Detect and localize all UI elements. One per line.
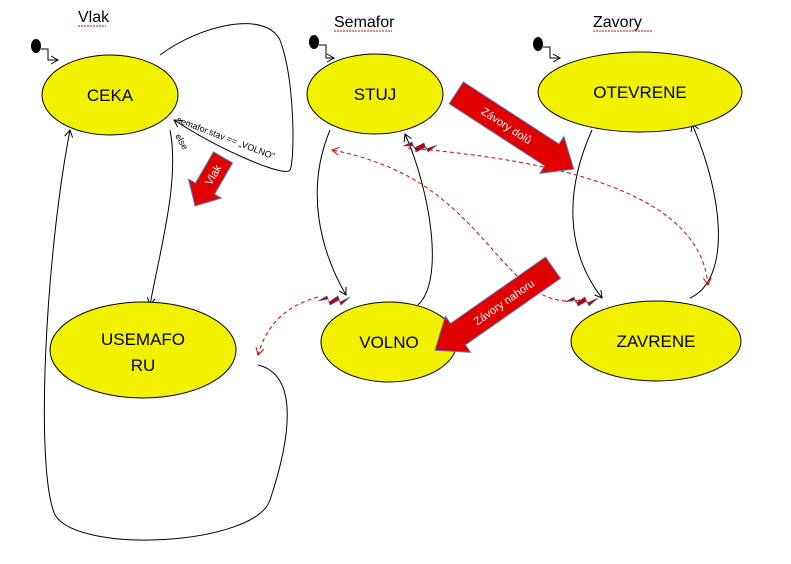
lightning-icon xyxy=(564,296,599,307)
state-ceka: CEKA xyxy=(41,54,179,136)
state-label-usemaforu-line2: RU xyxy=(131,356,156,375)
guard-semafor-volno: semafor.stav == „VOLNO" xyxy=(175,115,276,162)
group-title-zavory: Zavory xyxy=(593,14,642,31)
state-label-stuj: STUJ xyxy=(354,85,397,104)
state-label-zavrene: ZAVRENE xyxy=(616,332,695,351)
state-stuj: STUJ xyxy=(306,53,444,135)
signal-volno-to-usemaforu xyxy=(255,296,319,356)
transition-usemaforu-to-ceka xyxy=(43,129,288,541)
transition-zavrene-to-otevrene xyxy=(689,123,719,299)
guard-else: else xyxy=(173,132,190,151)
event-arrow-vlak: Vlak xyxy=(187,151,234,207)
initial-state-otevrene xyxy=(533,37,562,63)
transition-otevrene-to-zavrene xyxy=(572,129,603,299)
state-zavrene: ZAVRENE xyxy=(570,300,742,382)
initial-state-ceka xyxy=(31,39,60,65)
transition-ceka-self-loop xyxy=(159,23,294,172)
transition-stuj-to-volno xyxy=(316,129,347,296)
state-usemaforu: USEMAFO RU xyxy=(49,301,237,399)
state-label-otevrene: OTEVRENE xyxy=(593,83,687,102)
event-arrow-zavory-nahoru: Závory nahoru xyxy=(434,256,562,353)
transition-volno-to-stuj xyxy=(403,133,433,306)
lightning-icon xyxy=(402,141,438,153)
state-label-usemaforu-line1: USEMAFO xyxy=(101,330,185,349)
signal-stuj-to-zavrene xyxy=(407,147,712,287)
lightning-icon xyxy=(317,295,351,306)
group-title-vlak: Vlak xyxy=(78,9,110,26)
state-label-ceka: CEKA xyxy=(87,86,134,105)
group-title-semafor: Semafor xyxy=(334,14,395,31)
transition-ceka-to-usemaforu xyxy=(146,129,174,306)
state-label-volno: VOLNO xyxy=(359,333,419,352)
initial-state-stuj xyxy=(309,35,336,63)
state-volno: VOLNO xyxy=(320,301,458,383)
state-otevrene: OTEVRENE xyxy=(537,51,743,133)
